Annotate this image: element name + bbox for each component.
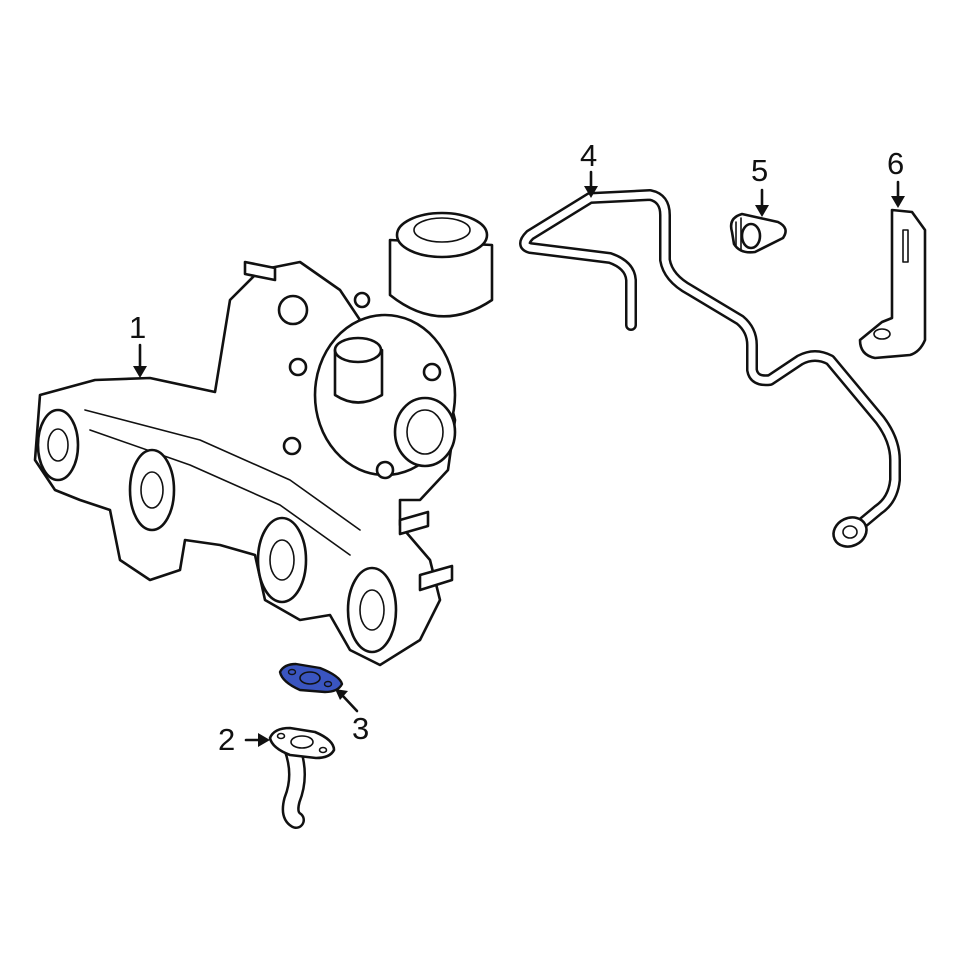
part-1-manifold-turbo[interactable]	[33, 211, 494, 667]
part-2-oil-return-line[interactable]	[268, 726, 336, 829]
callout-3[interactable]: 3	[352, 711, 370, 746]
callout-1[interactable]: 1	[129, 310, 147, 345]
callout-5[interactable]: 5	[751, 153, 769, 188]
callout-2[interactable]: 2	[218, 722, 236, 757]
part-3-gasket[interactable]	[278, 662, 344, 694]
part-5-clamp[interactable]	[729, 212, 787, 254]
callout-arrows	[133, 170, 905, 747]
callout-6[interactable]: 6	[887, 146, 905, 181]
part-4-oil-feed-line[interactable]	[519, 189, 901, 552]
callout-4[interactable]: 4	[580, 138, 598, 173]
part-6-bracket[interactable]	[858, 208, 927, 360]
